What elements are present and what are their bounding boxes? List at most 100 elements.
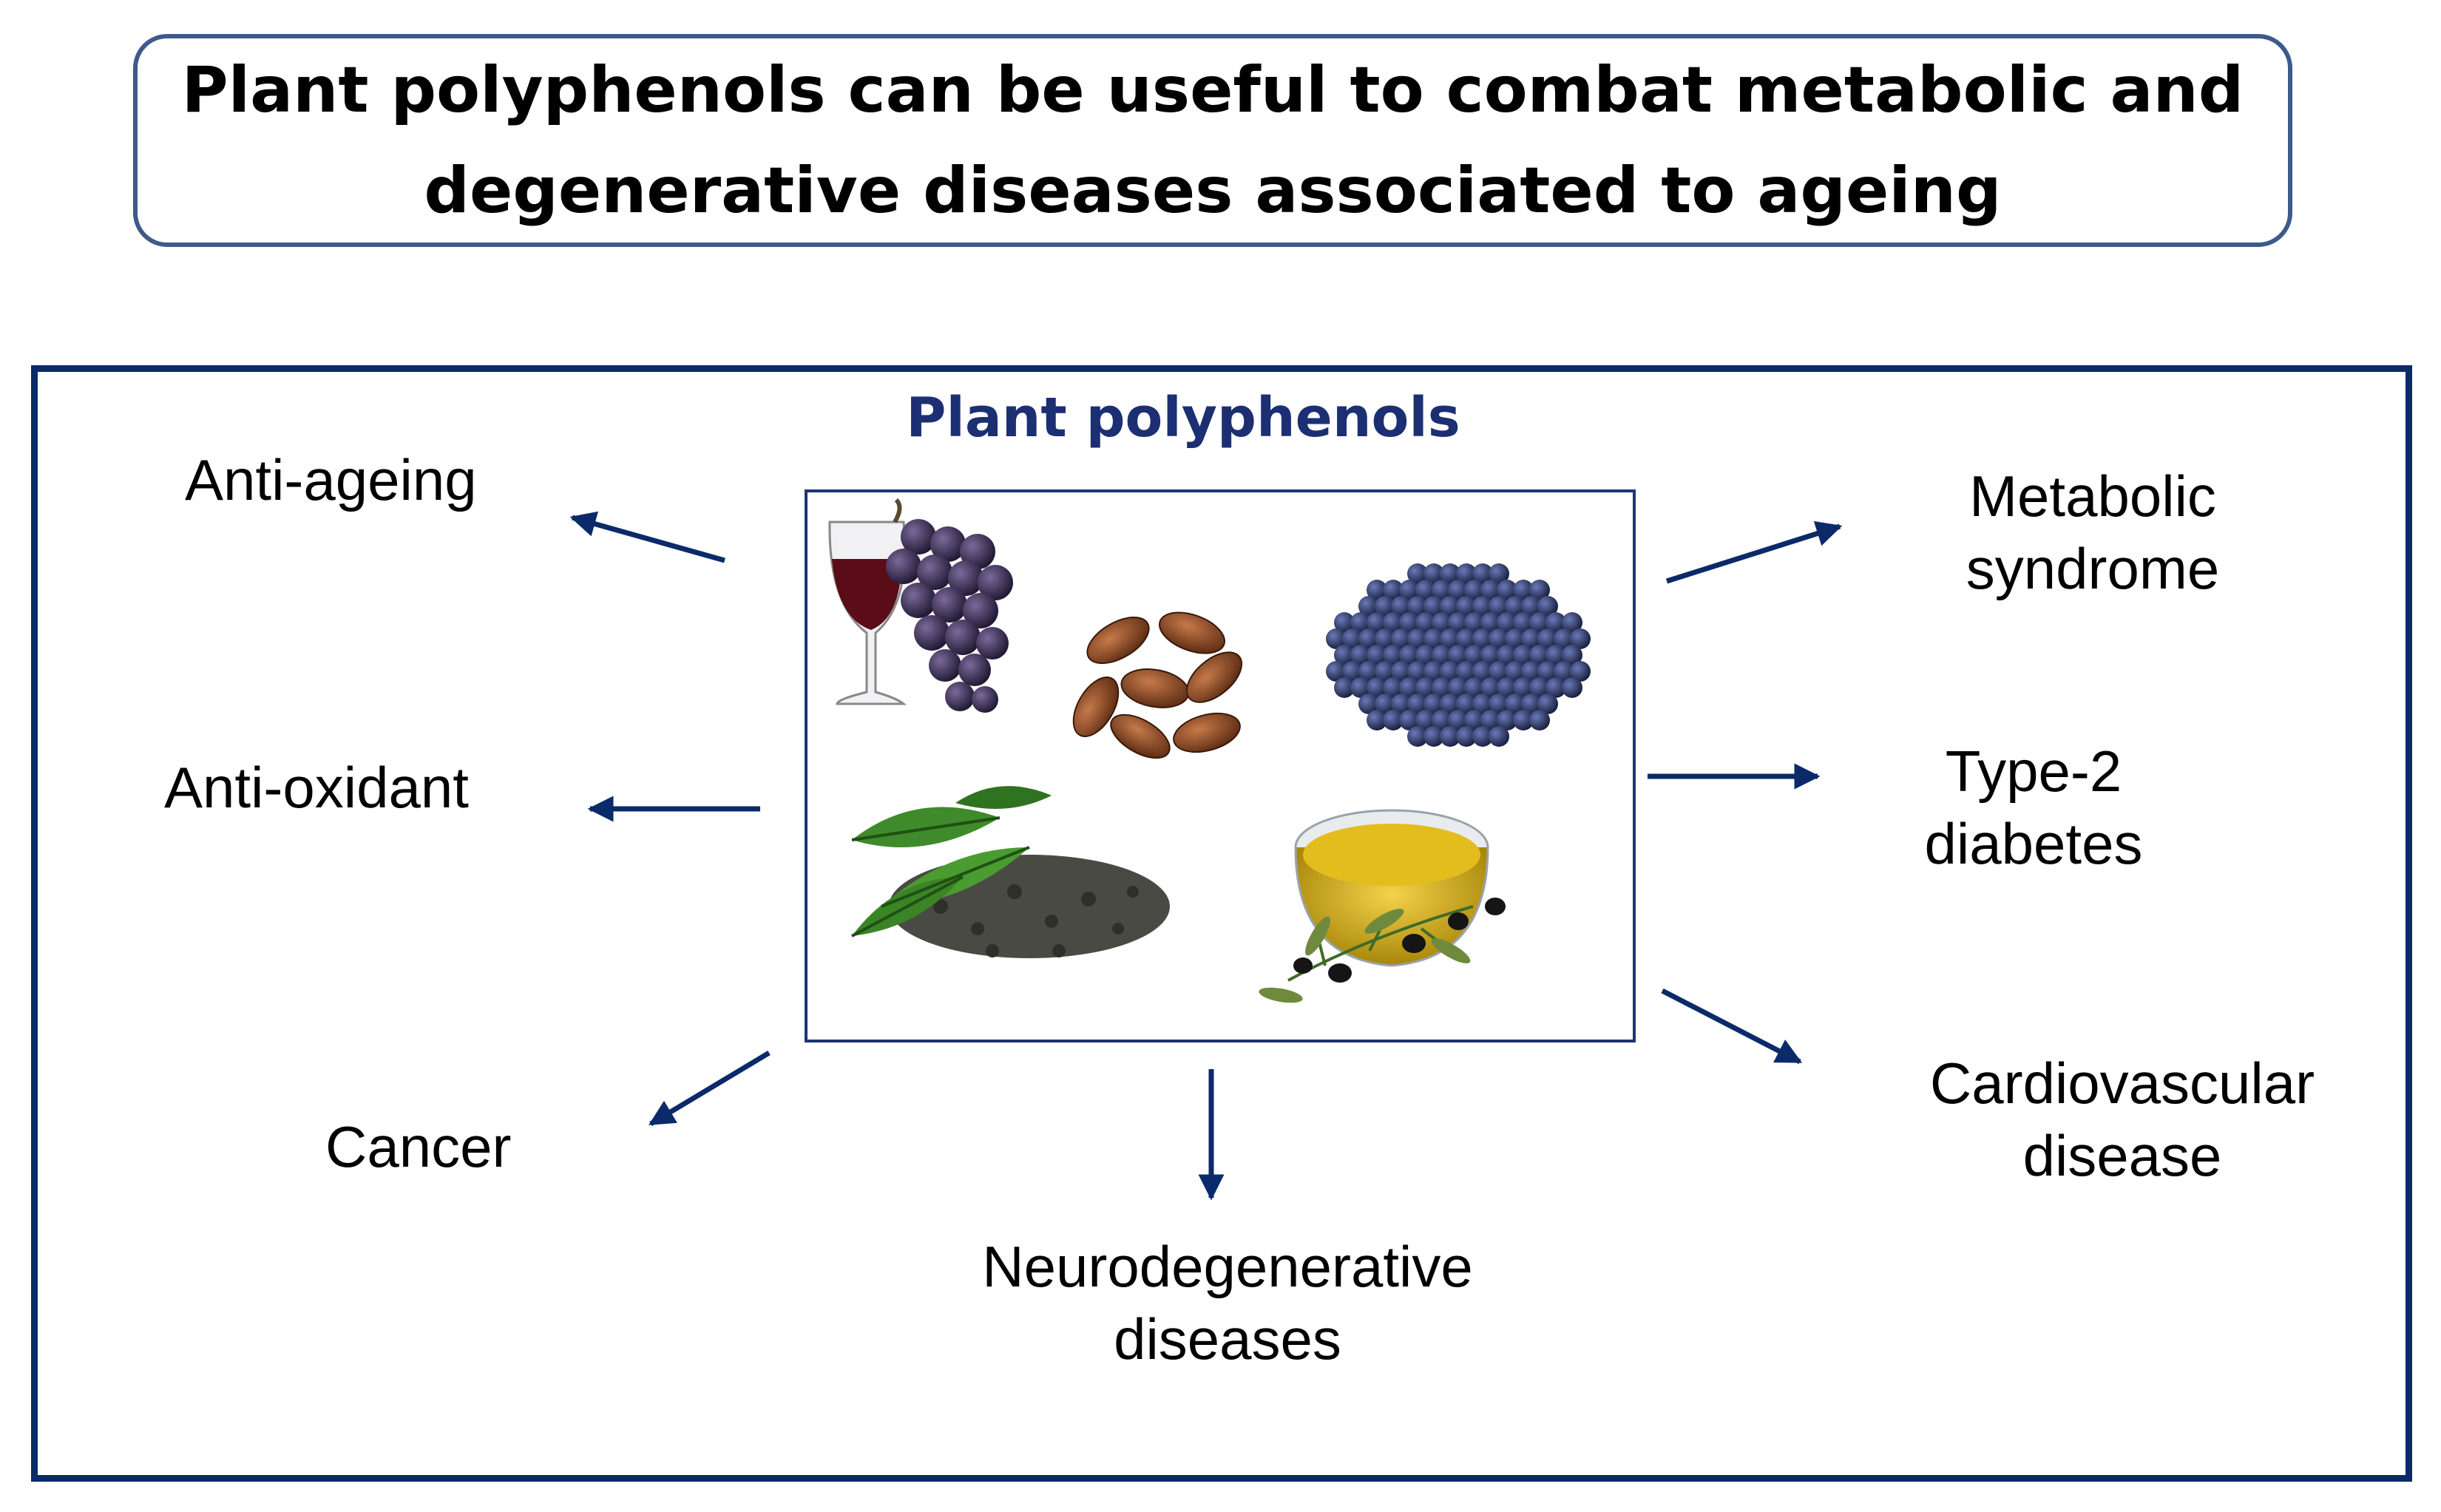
label-cardiovascular: Cardiovascular disease — [1893, 1047, 2352, 1192]
blueberry — [1464, 677, 1485, 698]
blueberry — [1407, 628, 1428, 649]
blueberry — [1432, 710, 1452, 730]
blueberry — [1391, 661, 1412, 682]
neurodegenerative-line2: diseases — [1114, 1306, 1341, 1372]
blueberry — [1537, 628, 1558, 649]
cocoa-beans-icon — [1072, 611, 1243, 759]
blueberry — [1505, 596, 1526, 617]
diabetes-line2: diabetes — [1924, 811, 2143, 876]
blueberry — [1334, 677, 1355, 698]
blueberry — [1440, 563, 1460, 584]
blueberry — [1456, 726, 1477, 747]
blueberry — [1472, 563, 1493, 584]
title-box: Plant polyphenols can be useful to comba… — [133, 34, 2292, 247]
blueberry — [1367, 612, 1387, 633]
blueberry — [1497, 710, 1517, 730]
blueberry — [1497, 612, 1517, 633]
green-tea-leaves-icon — [851, 786, 1170, 958]
blueberry — [1407, 563, 1428, 584]
blueberry — [1375, 628, 1395, 649]
blueberry — [1562, 677, 1582, 698]
blueberry — [1423, 563, 1444, 584]
blueberry — [1407, 661, 1428, 682]
blueberry — [1358, 661, 1379, 682]
olive-oil-and-olives-icon — [1259, 809, 1506, 1003]
blueberry — [1480, 710, 1501, 730]
blueberry — [1537, 694, 1558, 714]
blueberry — [1415, 580, 1436, 600]
blueberry — [1383, 677, 1404, 698]
blueberry — [1415, 710, 1436, 730]
blueberry — [1350, 677, 1371, 698]
blueberry — [1472, 694, 1493, 714]
label-neurodegenerative: Neurodegenerative diseases — [932, 1230, 1523, 1375]
blueberry — [1432, 580, 1452, 600]
blueberry — [1448, 612, 1469, 633]
blueberry — [1383, 612, 1404, 633]
blueberry — [1383, 580, 1404, 600]
blueberry — [1472, 726, 1493, 747]
blueberry — [1513, 677, 1534, 698]
blueberry — [1407, 596, 1428, 617]
blueberry — [1513, 580, 1534, 600]
blueberry — [1529, 677, 1550, 698]
blueberry — [1456, 694, 1477, 714]
metabolic-line1: Metabolic — [1969, 464, 2216, 529]
blueberry — [1440, 628, 1460, 649]
title-line-2: degenerative diseases associated to agei… — [424, 154, 2002, 228]
blueberry — [1440, 726, 1460, 747]
blueberry — [1489, 661, 1509, 682]
blueberry — [1391, 628, 1412, 649]
blueberry — [1407, 694, 1428, 714]
blueberry — [1375, 596, 1395, 617]
red-wine-and-grapes-icon — [828, 498, 1013, 713]
blueberry — [1326, 661, 1347, 682]
blueberry — [1399, 612, 1420, 633]
blueberry — [1464, 710, 1485, 730]
diabetes-line1: Type-2 — [1945, 739, 2122, 804]
cardiovascular-line2: disease — [2022, 1123, 2222, 1188]
blueberry — [1529, 612, 1550, 633]
blueberry — [1464, 645, 1485, 665]
blueberry — [1480, 612, 1501, 633]
blueberry — [1391, 596, 1412, 617]
blueberry — [1464, 580, 1485, 600]
label-anti-oxidant: Anti-oxidant — [164, 751, 469, 824]
blueberry — [1423, 628, 1444, 649]
blueberry — [1545, 677, 1566, 698]
blueberry — [1383, 645, 1404, 665]
blueberry — [1367, 710, 1387, 730]
blueberry — [1513, 645, 1534, 665]
blueberry — [1554, 628, 1574, 649]
arrow-to-cardiovascular — [1661, 988, 1803, 1065]
blueberry — [1545, 612, 1566, 633]
blueberry — [1391, 694, 1412, 714]
blueberry — [1399, 580, 1420, 600]
blueberry — [1358, 694, 1379, 714]
blueberry — [1472, 596, 1493, 617]
blueberry — [1375, 661, 1395, 682]
blueberry — [1570, 661, 1591, 682]
blueberry — [1521, 596, 1542, 617]
blueberry — [1326, 628, 1347, 649]
blueberry — [1529, 645, 1550, 665]
arrow-to-cancer — [648, 1050, 771, 1127]
blueberry — [1513, 612, 1534, 633]
blueberry — [1407, 726, 1428, 747]
food-image-panel — [805, 489, 1636, 1043]
blueberry — [1432, 677, 1452, 698]
blueberry — [1367, 677, 1387, 698]
blueberry — [1489, 726, 1509, 747]
blueberry — [1334, 645, 1355, 665]
label-anti-ageing: Anti-ageing — [185, 444, 477, 516]
blueberry — [1375, 694, 1395, 714]
label-type2-diabetes: Type-2 diabetes — [1871, 735, 2196, 880]
blueberry — [1350, 645, 1371, 665]
blueberry — [1358, 596, 1379, 617]
blueberry — [1456, 563, 1477, 584]
blueberry — [1529, 710, 1550, 730]
blueberry — [1489, 563, 1509, 584]
blueberry — [1423, 596, 1444, 617]
blueberry — [1448, 677, 1469, 698]
blueberry — [1399, 710, 1420, 730]
